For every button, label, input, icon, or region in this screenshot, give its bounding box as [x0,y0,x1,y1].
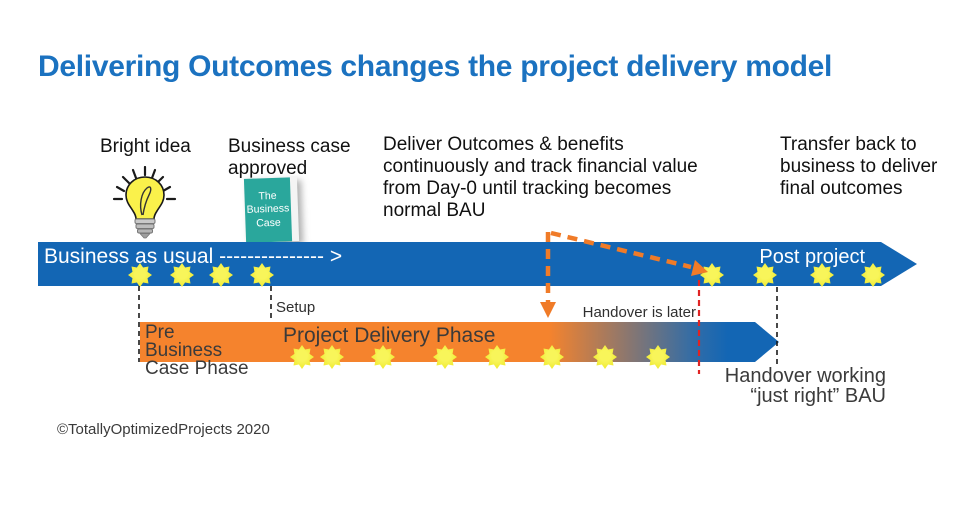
handover-arrow-down-head [540,302,556,318]
project-delivery-bar [140,322,779,362]
benefit-star-icon [861,263,885,287]
benefit-star-icon [128,263,152,287]
benefit-star-icon [170,263,194,287]
benefit-star-icon [540,345,564,369]
pre-phase-line2: Business [145,340,223,361]
benefit-star-icon [753,263,777,287]
benefit-star-icon [700,263,724,287]
post-project-label: Post project [759,246,865,268]
business-as-usual-label: Business as usual --------------- > [44,245,343,268]
transfer-back-label: Transfer back to business to deliver fin… [780,134,938,200]
business-case-book-icon: The Business Case [243,176,300,243]
benefit-star-icon [433,345,457,369]
lightbulb-icon [105,165,185,244]
benefit-star-icon [646,345,670,369]
business-case-approved-label: Business case approved [228,136,351,180]
benefit-star-icon [371,345,395,369]
benefit-star-icon [810,263,834,287]
page-title: Delivering Outcomes changes the project … [38,50,833,83]
benefit-star-icon [250,263,274,287]
handover-is-later-label: Handover is later [582,304,696,321]
deliver-outcomes-label: Deliver Outcomes & benefits continuously… [383,134,698,222]
pre-phase-line1: Pre [145,322,175,343]
benefit-star-icon [593,345,617,369]
bright-idea-label: Bright idea [100,136,191,157]
book-cover-title: The Business Case [243,177,293,243]
pre-phase-line3: Case Phase [145,358,249,379]
setup-label: Setup [276,299,316,316]
project-delivery-phase-label: Project Delivery Phase [283,324,496,347]
handover-bau-line2: “just right” BAU [750,385,886,407]
handover-bau-line1: Handover working [724,365,886,387]
handover-bau-label: Handover working “just right” BAU [690,366,886,406]
benefit-star-icon [209,263,233,287]
pre-business-case-phase-label: Pre Business Case Phase [145,322,249,379]
benefit-star-icon [320,345,344,369]
business-as-usual-bar: Business as usual --------------- > Post… [38,242,917,286]
copyright-text: ©TotallyOptimizedProjects 2020 [57,421,270,438]
benefit-star-icon [290,345,314,369]
benefit-star-icon [485,345,509,369]
